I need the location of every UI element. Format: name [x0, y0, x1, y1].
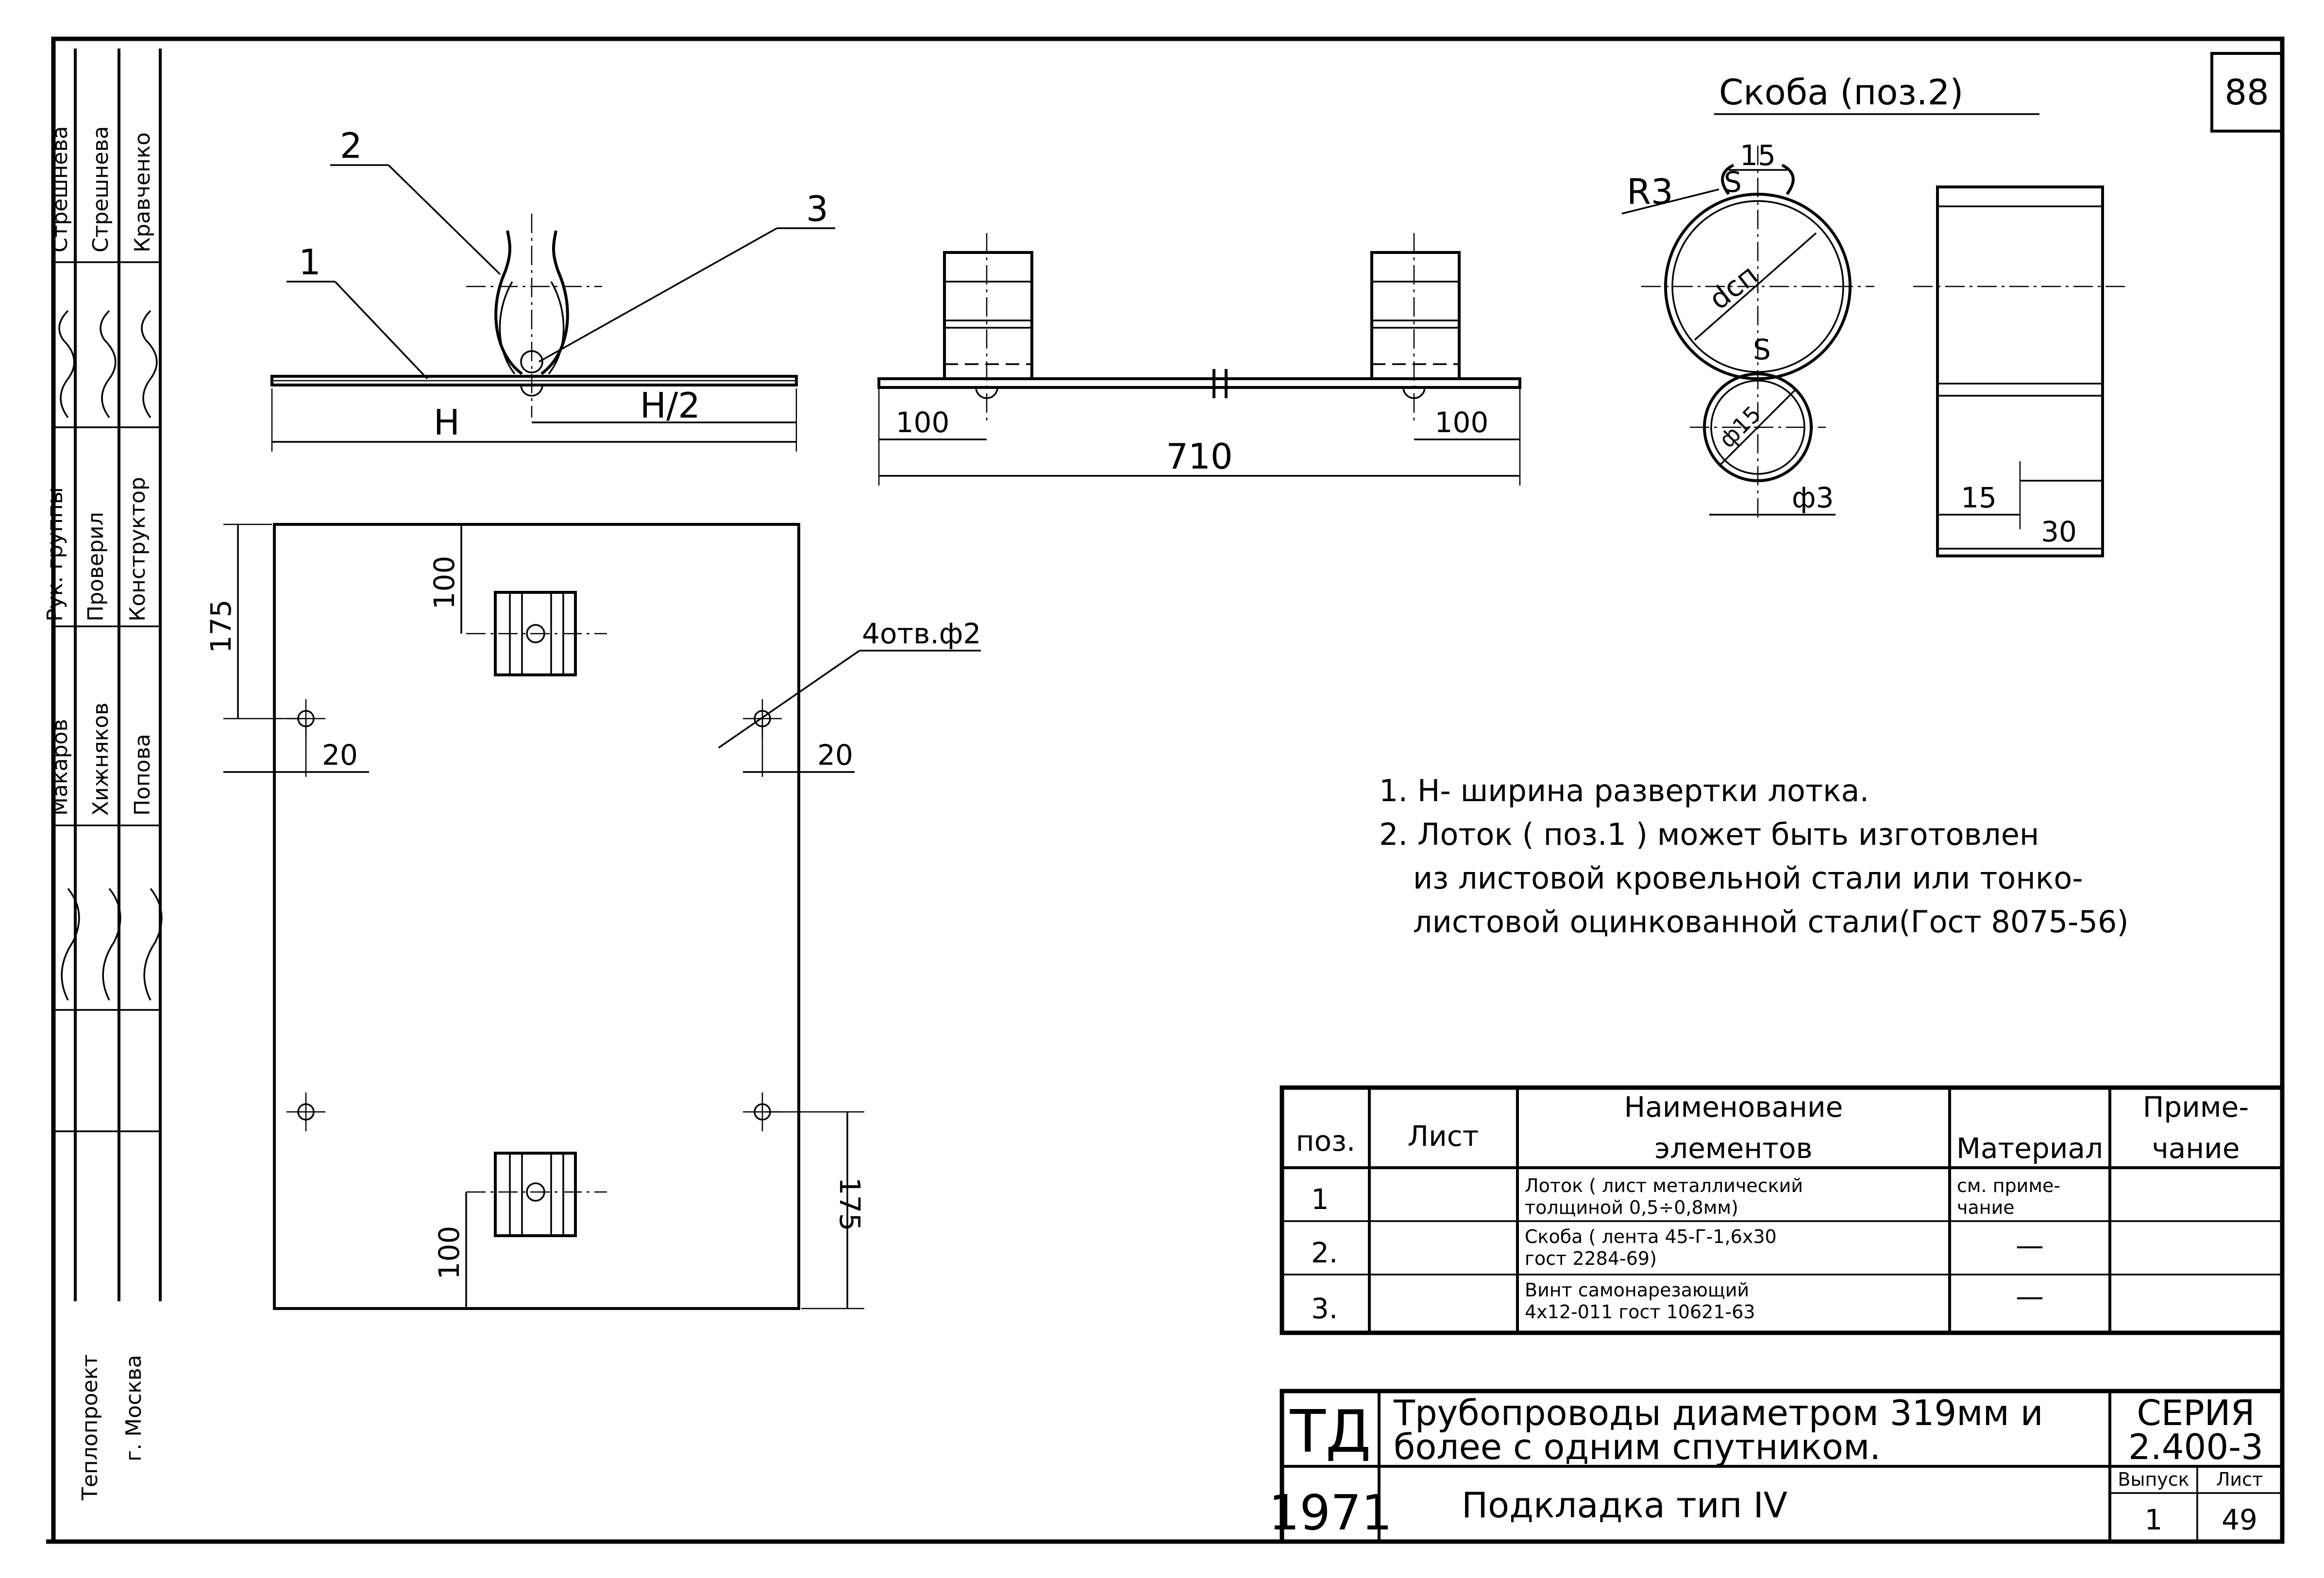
dim-100-right: 100 — [1435, 406, 1489, 439]
plan-view: 175 100 20 20 175 100 4отв.ф2 — [204, 523, 981, 1310]
year: 1971 — [1269, 1484, 1393, 1541]
dim-S-mid: S — [1753, 333, 1771, 366]
th-name-1: Наименование — [1624, 1091, 1843, 1124]
dim-100-bottom: 100 — [433, 1226, 466, 1280]
sheet-value: 49 — [2222, 1503, 2257, 1536]
checker-1: Стрешнева — [48, 126, 72, 252]
row-2-name-2: гост 2284-69) — [1525, 1248, 1657, 1269]
row-2-material: — — [2016, 1229, 2044, 1262]
row-3-pos: 3. — [1311, 1292, 1338, 1325]
role-3-name: Попова — [130, 734, 155, 816]
title-line-2: более с одним спутником. — [1394, 1427, 1881, 1467]
th-note-1: Приме- — [2143, 1091, 2249, 1124]
row-1-pos: 1 — [1311, 1183, 1329, 1216]
callout-3: 3 — [806, 188, 828, 229]
org-city: г. Москва — [121, 1355, 146, 1461]
dim-dcp: dсп — [1703, 258, 1764, 316]
dim-100-left: 100 — [896, 406, 950, 439]
row-3-name-1: Винт самонарезающий — [1525, 1279, 1749, 1301]
role-2: Проверил — [84, 512, 108, 621]
note-1: 1. Н- ширина развертки лотка. — [1379, 773, 1869, 808]
notes: 1. Н- ширина развертки лотка. 2. Лоток (… — [1379, 773, 2129, 940]
dim-710: 710 — [1166, 436, 1232, 477]
callout-holes: 4отв.ф2 — [862, 617, 981, 650]
row-3-material: — — [2016, 1280, 2044, 1313]
note-3: из листовой кровельной стали или тонко- — [1413, 860, 2083, 896]
dim-175-bottom: 175 — [833, 1177, 866, 1231]
side-view: H H/2 1 2 3 — [270, 125, 835, 452]
sheet-number: 88 — [2224, 72, 2269, 113]
role-1: Рук. группы — [43, 487, 67, 621]
issue-value: 1 — [2145, 1503, 2163, 1536]
th-name-2: элементов — [1654, 1132, 1812, 1165]
signature — [141, 310, 158, 419]
checker-2: Стрешнева — [88, 126, 113, 252]
sheet-label: Лист — [2216, 1469, 2263, 1490]
callout-2: 2 — [340, 125, 362, 166]
dim-30: 30 — [2041, 515, 2077, 548]
org-name: Теплопроект — [78, 1354, 102, 1501]
signature — [102, 888, 121, 1001]
signature — [58, 310, 75, 419]
row-2-name-1: Скоба ( лента 45-Г-1,6х30 — [1525, 1226, 1777, 1247]
dim-phi3: ф3 — [1792, 481, 1834, 514]
th-note-2: чание — [2152, 1132, 2240, 1165]
row-1-name-2: толщиной 0,5÷0,8мм) — [1525, 1197, 1738, 1218]
role-1-name: Макаров — [48, 719, 72, 816]
checker-3: Кравченко — [130, 133, 155, 252]
role-2-name: Хижняков — [88, 703, 113, 816]
row-1-material-1: см. приме- — [1957, 1175, 2060, 1196]
dim-S-top: S — [1724, 166, 1742, 199]
dim-H: H — [434, 402, 460, 443]
note-4: листовой оцинкованной стали(Гост 8075-56… — [1413, 904, 2129, 940]
th-sheet: Лист — [1408, 1120, 1479, 1153]
dim-15-side: 15 — [1961, 481, 1997, 514]
dim-15-top: 15 — [1740, 139, 1776, 172]
title-line-1: Трубопроводы диаметром 319мм и — [1393, 1393, 2043, 1433]
row-1-material-2: чание — [1957, 1197, 2015, 1218]
subtitle: Подкладка тип IV — [1462, 1485, 1787, 1526]
series-value: 2.400-3 — [2128, 1427, 2263, 1467]
th-pos: поз. — [1296, 1125, 1356, 1158]
logo: ТД — [1289, 1398, 1371, 1466]
dim-H-half: H/2 — [640, 385, 700, 426]
note-2: 2. Лоток ( поз.1 ) может быть изготовлен — [1379, 817, 2039, 852]
issue-label: Выпуск — [2118, 1469, 2189, 1490]
bracket-detail: Скоба (поз.2) dсп ф15 R3 S 15 S ф3 15 30 — [1621, 72, 2127, 557]
title-block: ТД 1971 Трубопроводы диаметром 319мм и б… — [1269, 1389, 2285, 1544]
dim-100-top: 100 — [428, 556, 461, 610]
signature — [100, 310, 117, 419]
frame: 88 — [46, 36, 2285, 1544]
front-view: 710 100 100 — [877, 233, 1521, 486]
left-strip: Рук. группы Проверил Конструктор Макаров… — [43, 49, 163, 1501]
row-3-name-2: 4х12-011 гост 10621-63 — [1525, 1301, 1755, 1323]
signature — [143, 888, 163, 1001]
callout-1: 1 — [299, 242, 321, 283]
spec-table: поз. Лист Наименование элементов Материа… — [1280, 1085, 2285, 1335]
row-2-pos: 2. — [1311, 1236, 1338, 1269]
role-3: Конструктор — [125, 477, 150, 621]
row-1-name-1: Лоток ( лист металлический — [1525, 1175, 1803, 1196]
dim-R3: R3 — [1627, 171, 1673, 212]
bracket-title: Скоба (поз.2) — [1719, 72, 1964, 113]
signature — [61, 888, 80, 1001]
dim-20-right: 20 — [817, 739, 853, 772]
dim-20-left: 20 — [322, 739, 358, 772]
series-label: СЕРИЯ — [2137, 1393, 2255, 1433]
dim-175-top: 175 — [204, 600, 237, 654]
th-material: Материал — [1956, 1132, 2103, 1165]
